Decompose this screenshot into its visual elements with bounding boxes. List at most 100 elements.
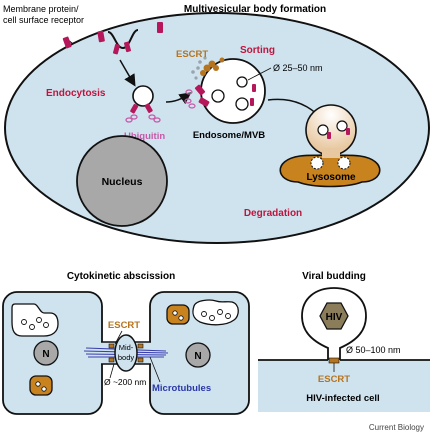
abscission-panel: Cytokinetic abscission Mid- body ESCRT [2, 271, 250, 415]
degrading-vesicles [310, 156, 351, 170]
vesicle-receptor-2 [144, 103, 153, 113]
microtubules-pointer [149, 356, 161, 383]
lysosome-cargo [327, 128, 350, 139]
escrt-abscission [108, 343, 144, 363]
abscission-title: Cytokinetic abscission [67, 271, 175, 282]
degrading-vesicle-1 [310, 156, 324, 170]
right-mvb-vesicle-2 [209, 315, 215, 321]
ubiquitin-label: Ubiquitin [124, 131, 165, 142]
ubiquitin-1 [130, 114, 138, 120]
endo-ub-2 [188, 103, 196, 109]
right-lysosome [166, 304, 190, 325]
escrt-ring-left-bottom [108, 357, 115, 363]
ubiquitin-2 [125, 117, 133, 123]
midbody-label-line2: body [118, 353, 135, 362]
ubiquitin-chains [125, 114, 161, 123]
vesicle-receptor-1 [130, 103, 139, 114]
lysosome-label: Lysosome [306, 172, 356, 183]
lyso-ilv-1 [317, 124, 329, 136]
left-lyso-vesicle-2 [41, 386, 47, 392]
membrane-receptors [62, 22, 163, 55]
escrt-subunit-4 [200, 70, 206, 76]
endosome-receptor-2 [198, 97, 210, 107]
escrt-label-budding: ESCRT [318, 374, 350, 385]
escrt-subunit-5 [219, 57, 225, 63]
lysosome-body [279, 148, 381, 188]
free-dot-5 [194, 76, 198, 80]
lyso-cargo-1 [327, 132, 331, 139]
lyso-ilv-2 [336, 120, 348, 132]
ilv-cargo-1 [252, 84, 256, 92]
infected-cell-label: HIV-infected cell [306, 393, 379, 404]
ilv-cargo-2 [250, 98, 254, 106]
endo-ub-1 [185, 89, 193, 95]
mvb-cargo [194, 84, 256, 107]
left-mvb-vesicle-1 [21, 319, 27, 325]
mvb-title: Multivesicular body formation [184, 4, 326, 15]
escrt-ring-left-top [108, 343, 115, 349]
budding-title: Viral budding [302, 271, 366, 282]
hiv-label: HIV [326, 312, 343, 323]
escrt-abscission-pointer [114, 330, 123, 345]
receptor-3 [112, 43, 120, 55]
left-nucleus [33, 340, 59, 366]
escrt-label-abscission: ESCRT [108, 320, 140, 331]
right-nucleus-label: N [194, 351, 201, 362]
right-mvb-vesicle-1 [201, 311, 207, 317]
ubiquitin-4 [153, 117, 161, 123]
ilv-2 [236, 76, 248, 88]
nucleus-label: Nucleus [102, 176, 143, 188]
lyso-cargo-2 [346, 128, 350, 135]
mvb-panel: Multivesicular body formation Membrane p… [3, 4, 430, 244]
escrt-subunit-2 [208, 60, 216, 68]
midbody [114, 334, 138, 372]
receptor-label-line2: cell surface receptor [3, 15, 84, 25]
escrt-ring-right-top [137, 343, 144, 349]
abscission-diameter-label: Ø ~200 nm [104, 377, 146, 387]
right-lyso-vesicle-2 [178, 315, 184, 321]
right-mvb-vesicles [201, 309, 231, 321]
lysosome-vesicles [317, 120, 348, 136]
nucleus [76, 135, 168, 227]
ilv-3 [235, 97, 249, 111]
bud-neck [329, 348, 339, 362]
ilv-1 [211, 89, 225, 103]
escrt-subunit-3 [213, 65, 219, 71]
right-lyso-vesicle-1 [172, 310, 178, 316]
credit: Current Biology [369, 423, 424, 432]
left-mvb-vesicles [21, 317, 49, 330]
escrt-ring-right-bottom [137, 357, 144, 363]
endocytic-vesicle [132, 85, 154, 107]
escrt-complex-endosome [200, 57, 225, 76]
vesicle-receptors [130, 103, 153, 114]
abscission-diameter-pointer [109, 363, 115, 379]
left-lysosome [29, 375, 53, 396]
endo-ub-3 [184, 98, 192, 104]
midbody-label-line1: Mid- [119, 343, 134, 352]
escrt-budding [328, 357, 340, 364]
right-mvb-vesicle-4 [225, 313, 231, 319]
infected-cell [258, 360, 430, 412]
left-mvb-vesicle-4 [43, 322, 49, 328]
free-dot-2 [198, 60, 202, 64]
arrow-to-endosome [165, 92, 192, 105]
budding-diameter-label: Ø 50–100 nm [346, 345, 401, 355]
left-mvb-vesicle-3 [36, 317, 42, 323]
ubiquitin-3 [148, 114, 156, 120]
intraluminal-vesicles [211, 76, 249, 111]
escrt-subunit-1 [203, 64, 211, 72]
microtubules-label: Microtubules [152, 383, 211, 394]
receptor-1 [62, 36, 72, 49]
right-mvb [192, 299, 239, 326]
free-escrt-dots [191, 56, 207, 80]
right-mvb-vesicle-3 [217, 309, 223, 315]
endosome-label: Endosome/MVB [193, 130, 265, 141]
receptor-5 [157, 22, 163, 33]
endosome-receptor-1 [194, 84, 206, 96]
endosome-ubiquitin [184, 89, 196, 109]
membrane-invagination [107, 29, 139, 50]
receptor-label-line1: Membrane protein/ [3, 4, 79, 14]
sorting-label: Sorting [240, 45, 275, 56]
escrt-label-mvb: ESCRT [176, 49, 208, 60]
receptor-2 [97, 30, 105, 43]
